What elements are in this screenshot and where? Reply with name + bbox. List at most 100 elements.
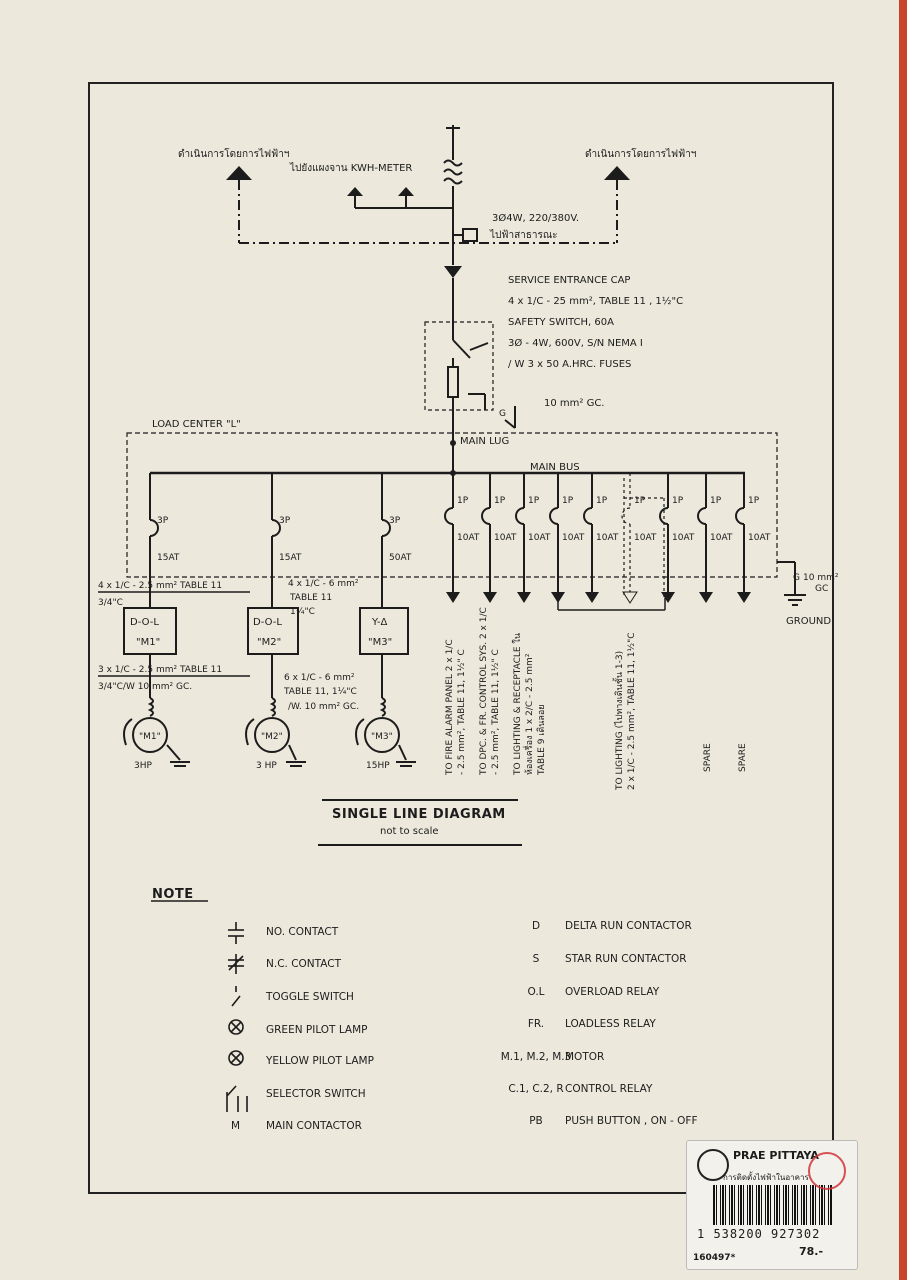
branch-arrow-8 [699, 592, 713, 603]
supply-label: 3Ø4W, 220/380V. [492, 212, 579, 224]
m3-starter: Y-Δ [371, 617, 388, 628]
m2-feeder2b: TABLE 11, 1¼"C [283, 687, 357, 697]
note-left-label-5: YELLOW PILOT LAMP [265, 1055, 374, 1067]
diagram-subtitle: not to scale [380, 826, 439, 837]
branch-poles-7: 1P [672, 496, 684, 506]
m2-feeder2: 6 x 1/C - 6 mm² [284, 673, 355, 683]
branch-poles-6: 1P [634, 496, 646, 506]
main-bus-label: MAIN BUS [530, 462, 580, 473]
branch-rating-7: 10AT [672, 533, 695, 543]
sticker-id: 160497* [693, 1253, 736, 1263]
branch-rating-2: 10AT [494, 533, 517, 543]
publisher-logo-icon [697, 1149, 729, 1181]
m1-motor: "M1" [139, 732, 161, 742]
feeder-3-line1: TO LIGHTING & RECEPTACLE ใน [512, 633, 523, 776]
m2-feeder2c: /W. 10 mm² GC. [288, 702, 359, 712]
meter-label: ไปยังแผงจาน KWH-METER [289, 162, 412, 174]
safety-switch-label: SAFETY SWITCH, 60A [508, 317, 614, 328]
service-cable: 4 x 1/C - 25 mm², TABLE 11 , 1½"C [508, 295, 683, 307]
note-right-code-5: M.1, M.2, M.3 [501, 1051, 572, 1063]
ground-wire: 10 mm² [803, 573, 839, 583]
toggle-switch-icon [231, 986, 241, 1007]
feeder-2-line1: TO DPC. & FR. CONTROL SYS. 2 x 1/C [479, 607, 489, 776]
branch-arrow-5 [585, 592, 599, 603]
note-left-code-7: M [231, 1120, 240, 1132]
m1-feeder2b: 3/4"C/W 10 mm² GC. [98, 682, 192, 692]
note-right-code-7: PB [529, 1115, 543, 1127]
mb2-rating: 15AT [279, 553, 302, 563]
note-right-label-3: OVERLOAD RELAY [565, 986, 660, 998]
m2-feeder1: 4 x 1/C - 6 mm² [288, 579, 359, 589]
sticker-subtitle: การติดตั้งไฟฟ้าในอาคาร [723, 1173, 809, 1182]
m1-starter: D-O-L [130, 617, 159, 628]
branch-rating-1: 10AT [457, 533, 480, 543]
m1-feeder2: 3 x 1/C - 2.5 mm² TABLE 11 [98, 665, 222, 675]
note-left-label-2: N.C. CONTACT [266, 958, 342, 970]
page-edge [899, 0, 907, 1280]
branch-poles-8: 1P [710, 496, 722, 506]
m1-feeder1b: 3/4"C [98, 598, 123, 608]
branch-rating-6: 10AT [634, 533, 657, 543]
branch-rating-3: 10AT [528, 533, 551, 543]
m2-hp: 3 HP [256, 761, 277, 771]
branch-poles-3: 1P [528, 496, 540, 506]
branch-breaker-7 [659, 473, 669, 592]
ground-wire-label: 10 mm² GC. [544, 398, 604, 409]
branch-rating-4: 10AT [562, 533, 585, 543]
branch-arrow-3 [517, 592, 531, 603]
note-right-code-6: C.1, C.2, R [508, 1083, 563, 1095]
green-pilot-lamp-icon [228, 1019, 244, 1035]
pea-left-label: ดำเนินการโดยการไฟฟ้าฯ [178, 147, 289, 160]
branch-poles-2: 1P [494, 496, 506, 506]
yellow-pilot-lamp-icon [228, 1050, 244, 1066]
note-right-code-4: FR. [528, 1018, 544, 1030]
mb3-rating: 50AT [389, 553, 412, 563]
m1-hp: 3HP [134, 761, 152, 771]
branch-arrow-7 [661, 592, 675, 603]
barcode [713, 1185, 833, 1225]
branch-poles-9: 1P [748, 496, 760, 506]
note-right-label-5: MOTOR [565, 1051, 604, 1063]
note-right-label-2: STAR RUN CONTACTOR [565, 953, 687, 965]
note-right-label-1: DELTA RUN CONTACTOR [565, 920, 692, 932]
feeder-6-spare: SPARE [738, 743, 748, 772]
branch-poles-1: 1P [457, 496, 469, 506]
branch-breaker-2 [481, 473, 491, 592]
m2-motor: "M2" [261, 732, 283, 742]
branch-breaker-4 [549, 473, 559, 592]
branch-breaker-9 [735, 473, 745, 592]
branch-rating-5: 10AT [596, 533, 619, 543]
supply-note: ไปฟ้าสาธารณะ [489, 229, 558, 241]
mb1-rating: 15AT [157, 553, 180, 563]
m1-feeder1: 4 x 1/C - 2.5 mm² TABLE 11 [98, 581, 222, 591]
branch-breaker-8 [697, 473, 707, 592]
branch-arrow-2 [483, 592, 497, 603]
branch-breaker-5 [583, 473, 593, 592]
note-right-code-2: S [533, 953, 540, 965]
feeder-2-line2: - 2.5 mm², TABLE 11, 1½" C [491, 649, 501, 775]
no-contact-icon [228, 922, 244, 944]
feeder-1-line1: TO FIRE ALARM PANEL 2 x 1/C [445, 639, 455, 776]
note-left-label-1: NO. CONTACT [266, 926, 339, 938]
ground-label: GROUND [786, 616, 831, 627]
ground-g: G [793, 573, 800, 583]
branch-arrow-6 [622, 591, 638, 604]
pea-right-label: ดำเนินการโดยการไฟฟ้าฯ [585, 147, 696, 160]
drawing-border [88, 82, 834, 1194]
branch-rating-9: 10AT [748, 533, 771, 543]
note-left-label-4: GREEN PILOT LAMP [266, 1024, 367, 1036]
g-label: G [499, 409, 506, 419]
safety-switch-spec: 3Ø - 4W, 600V, S/N NEMA I [508, 337, 643, 349]
service-entrance-cap: SERVICE ENTRANCE CAP [508, 275, 630, 286]
ground-wire2: GC [815, 584, 828, 594]
branch-breaker-6 [621, 473, 631, 592]
feeder-1-line2: - 2.5 mm², TABLE 11, 1½" C [457, 649, 467, 775]
note-left-label-3: TOGGLE SWITCH [265, 991, 354, 1003]
sticker-brand: PRAE PITTAYA [733, 1149, 819, 1162]
red-stamp-icon [808, 1152, 846, 1190]
note-right-label-6: CONTROL RELAY [565, 1083, 653, 1095]
m2-starter: D-O-L [253, 617, 282, 628]
feeder-4-line1: TO LIGHTING (ไปทางเดินชั้น 1-3) [612, 651, 625, 791]
mb3-poles: 3P [389, 516, 401, 526]
